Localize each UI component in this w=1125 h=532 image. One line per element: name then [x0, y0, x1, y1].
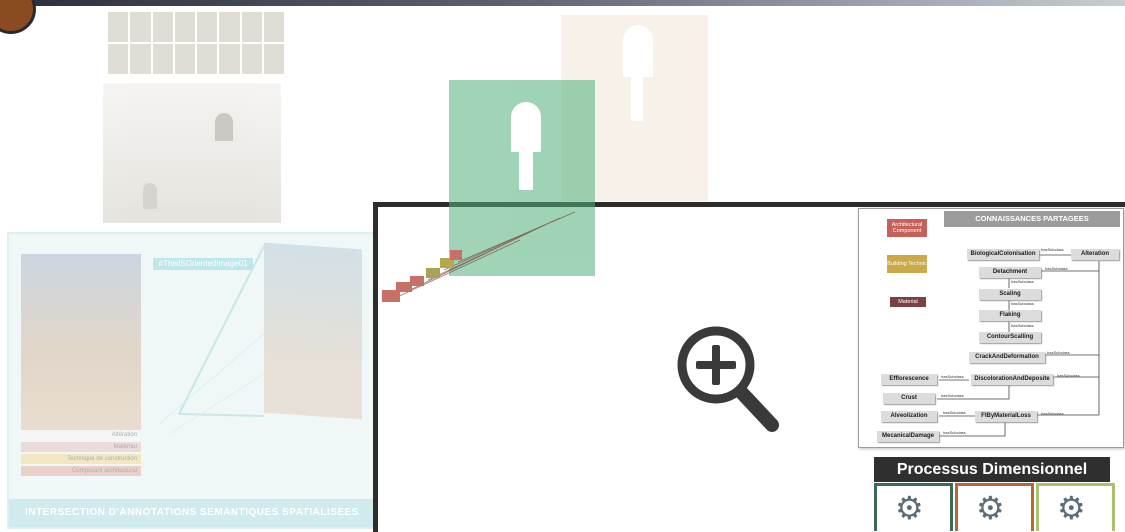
edge-label: hasSubclass — [1011, 301, 1034, 306]
edge-label: hasSubclass — [943, 410, 966, 415]
gear-icon: ⚙ — [895, 490, 924, 526]
node-mecanical-damage: MecanicalDamage — [877, 431, 939, 442]
edge-label: hasSubclass — [941, 393, 964, 398]
node-efflorescence: Efflorescence — [881, 374, 937, 385]
node-detachment: Detachment — [979, 267, 1041, 278]
ontology-panel: CONNAISSANCES PARTAGEES Architectural Co… — [858, 208, 1124, 448]
node-alteration: Alteration — [1071, 249, 1119, 260]
process-title: Processus Dimensionnel — [874, 457, 1110, 482]
edge-label: hasSubclass — [943, 430, 966, 435]
edge-label: hasSubclass — [941, 374, 964, 379]
node-fi-by-material-loss: FIByMaterialLoss — [975, 411, 1037, 422]
node-alveolization: Alveolization — [881, 411, 937, 422]
edge-label: hasSubclass — [1057, 373, 1080, 378]
node-flaking: Flaking — [979, 310, 1041, 321]
edge-label: hasSubclass — [1011, 323, 1034, 328]
edge-label: hasSubclass — [1045, 266, 1068, 271]
edge-label: hasSubclass — [1047, 350, 1070, 355]
node-crust: Crust — [883, 393, 935, 404]
node-crack-and-deformation: CrackAndDeformation — [969, 352, 1045, 363]
node-scaling: Scaling — [979, 289, 1041, 300]
process-step: ⚙ — [1036, 483, 1115, 531]
gear-icon: ⚙ — [1057, 490, 1086, 526]
gear-icon: ⚙ — [976, 490, 1005, 526]
process-step: ⚙ — [955, 483, 1034, 531]
process-step: ⚙ — [874, 483, 953, 531]
edge-label: hasSubclass — [1041, 411, 1064, 416]
wall-blocks — [382, 250, 462, 302]
node-discoloration-and-deposite: DiscolorationAndDeposite — [971, 374, 1053, 385]
edge-label: hasSubclass — [1011, 279, 1034, 284]
edge-label: hasSubclass — [1041, 247, 1064, 252]
node-contour-scalling: ContourScalling — [979, 332, 1041, 343]
zoom-in-icon[interactable] — [676, 325, 781, 435]
node-biological-colonisation: BiologicalColonisation — [967, 249, 1039, 260]
